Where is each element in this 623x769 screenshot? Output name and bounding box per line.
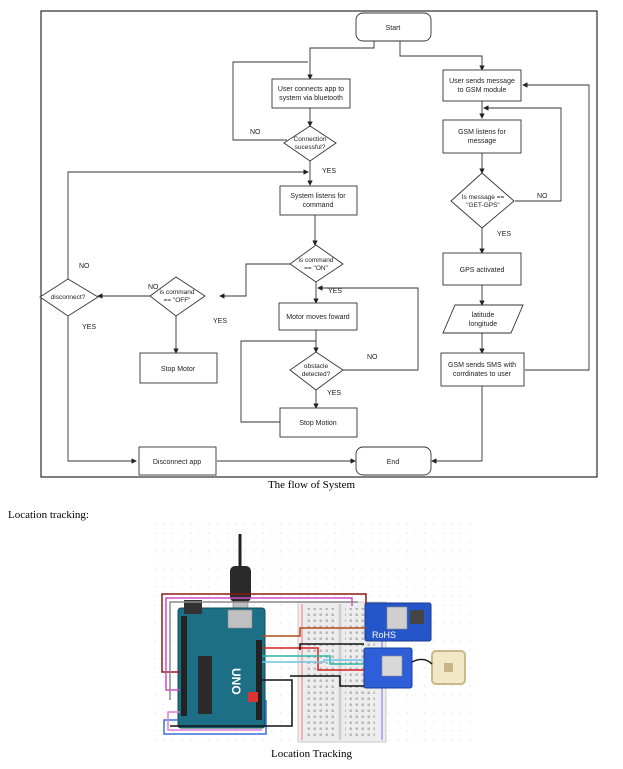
no-label-off: NO [148, 284, 159, 291]
disconnect-app-node [138, 446, 217, 476]
gps-activated-node [442, 252, 522, 286]
breadboard-holes-left [305, 608, 335, 736]
flowchart-caption: The flow of System [267, 479, 356, 491]
wire-black-3 [299, 643, 364, 650]
command-off-decision [149, 276, 206, 317]
listen-node [279, 185, 358, 216]
wire-pink [167, 711, 262, 731]
lat-lon-node [442, 304, 524, 334]
lat-lon-label-2: longitude [469, 321, 498, 328]
yes-label-off: YES [213, 318, 227, 325]
wire-black-1 [170, 679, 293, 727]
motor-forward-node [278, 302, 358, 331]
no-label-getgps: NO [537, 193, 548, 200]
gps-antenna-cable [411, 658, 433, 665]
gsm-listen-node [442, 119, 522, 154]
conn-ok-label-2: sucessful? [295, 144, 326, 151]
wire-black-2 [290, 675, 364, 687]
end-label: End [387, 459, 400, 466]
gsm-sms-out-node [440, 352, 525, 387]
connection-decision [283, 125, 337, 162]
end-node [355, 446, 432, 476]
lat-lon-label-1: latitude [472, 312, 495, 319]
circuit-caption: Location Tracking [271, 748, 352, 760]
cmd-off-label-1: is command [159, 289, 194, 296]
usb-plug [230, 566, 251, 602]
stop-motion-node [279, 407, 358, 438]
gps-chip [381, 655, 403, 677]
yes-label-connection: YES [322, 168, 336, 175]
wire-orange [262, 627, 366, 637]
user-sms-node [442, 69, 522, 102]
no-label-connection: NO [250, 129, 261, 136]
section-heading: Location tracking: [8, 509, 89, 521]
arduino-usb-port [227, 609, 253, 629]
cmd-on-label-2: == "ON" [304, 265, 328, 272]
stop-motion-label: Stop Motion [299, 420, 336, 427]
arduino-reset-button [248, 692, 258, 702]
gsm-sms-out-label-2: corrdinates to user [453, 371, 512, 378]
sim-slot [386, 606, 408, 630]
stop-motor-label: Stop Motor [161, 366, 196, 373]
disconnect-decision [39, 278, 99, 317]
obstacle-decision [289, 351, 344, 391]
system-flowchart: Start User connects app to system via bl… [39, 10, 598, 478]
cmd-on-label-1: is command [298, 257, 333, 264]
uno-label: UNO [229, 668, 243, 695]
no-label-obstacle: NO [367, 354, 378, 361]
disconnect-app-label: Disconnect app [153, 459, 201, 466]
start-label: Start [386, 25, 401, 32]
get-gps-decision [450, 172, 515, 229]
conn-ok-label-1: Connection [294, 136, 327, 143]
wire-gray [169, 601, 358, 700]
command-on-decision [289, 244, 344, 283]
wire-red [262, 647, 364, 671]
cmd-off-label-2: == "OFF" [163, 297, 191, 304]
arduino-header-right [256, 640, 262, 720]
wire-darkred [161, 593, 367, 673]
wire-lightblue [262, 659, 364, 663]
gsm-chip [410, 610, 424, 624]
listen-label-1: System listens for [290, 193, 346, 200]
obstacle-label-1: obstacle [304, 363, 329, 370]
gps-activated-label: GPS activated [460, 267, 505, 274]
gsm-sms-out-label-1: GSM sends SMS with [448, 362, 516, 369]
rohs-label: RoHS [372, 630, 396, 640]
start-node [355, 12, 432, 42]
yes-label-obstacle: YES [327, 390, 341, 397]
flowchart-frame [40, 10, 598, 478]
get-gps-label-2: "GET-GPS" [466, 202, 500, 209]
obstacle-label-2: detected? [302, 371, 331, 378]
yes-label-getgps: YES [497, 231, 511, 238]
listen-label-2: command [303, 202, 334, 209]
get-gps-label-1: Is message == [462, 194, 505, 201]
connect-label-2: system via bluetooth [279, 95, 343, 102]
no-label-disconnect: NO [79, 263, 90, 270]
disconnect-q-label: disconnect? [51, 294, 86, 301]
stop-motor-node [139, 352, 218, 384]
gsm-listen-label-1: GSM listens for [458, 129, 507, 136]
user-sms-label-1: User sends message [449, 78, 515, 85]
connect-label-1: User connects app to [278, 86, 344, 93]
yes-label-on: YES [328, 288, 342, 295]
motor-forward-label: Motor moves foward [286, 314, 350, 321]
arduino-header-left [181, 616, 187, 716]
arduino-chip [198, 656, 212, 714]
gps-antenna-core [444, 663, 453, 672]
user-sms-label-2: to GSM module [458, 87, 507, 94]
yes-label-disconnect: YES [82, 324, 96, 331]
gsm-listen-label-2: message [468, 138, 497, 145]
connect-node [271, 78, 351, 109]
arduino-power-jack [184, 600, 202, 614]
